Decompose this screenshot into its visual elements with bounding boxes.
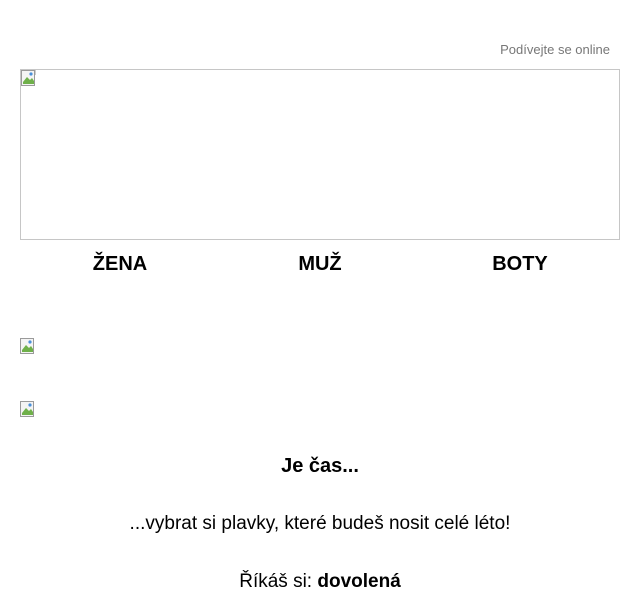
broken-image-icon [21, 70, 36, 86]
category-nav: ŽENA MUŽ BOTY [20, 252, 620, 276]
section-subtext: ...vybrat si plavky, které budeš nosit c… [129, 513, 511, 534]
broken-image-icon[interactable] [20, 338, 36, 354]
nav-item-muz[interactable]: MUŽ [298, 253, 342, 275]
nav-item-boty[interactable]: BOTY [492, 253, 548, 275]
section-heading: Je čas... [281, 455, 359, 477]
tagline-prefix: Říkáš si: [239, 571, 318, 592]
tagline: Říkáš si: dovolená [0, 571, 640, 593]
nav-item-zena[interactable]: ŽENA [92, 253, 148, 275]
view-online-link[interactable]: Podívejte se online [500, 42, 610, 57]
hero-image[interactable] [20, 69, 620, 240]
broken-image-icon[interactable] [20, 401, 36, 417]
tagline-bold: dovolená [317, 571, 401, 592]
